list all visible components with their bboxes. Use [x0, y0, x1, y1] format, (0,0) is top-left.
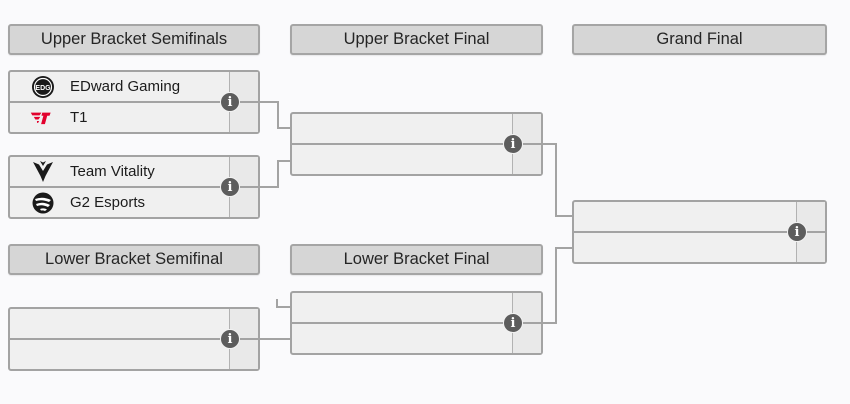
- header-lower-bracket-final: Lower Bracket Final: [290, 244, 543, 275]
- info-icon[interactable]: i: [503, 134, 523, 154]
- header-grand-final: Grand Final: [572, 24, 827, 55]
- match-divider: [10, 186, 258, 188]
- team-name[interactable]: EDward Gaming: [70, 78, 181, 95]
- info-glyph: i: [794, 224, 800, 240]
- match-divider: [10, 338, 258, 340]
- team-name[interactable]: Team Vitality: [70, 163, 155, 180]
- connector-line: [277, 101, 279, 129]
- info-glyph: i: [227, 179, 233, 195]
- connector-line: [541, 322, 557, 324]
- match-divider: [574, 231, 825, 233]
- edward-gaming-logo-icon[interactable]: EDG: [30, 75, 56, 99]
- info-glyph: i: [227, 331, 233, 347]
- team-name[interactable]: G2 Esports: [70, 194, 146, 211]
- match-upper-semifinal-2: Team Vitality G2 Esports i: [8, 155, 260, 219]
- team-row: G2 Esports: [10, 188, 258, 217]
- team-row: T1: [10, 103, 258, 132]
- connector-line: [276, 299, 278, 308]
- svg-text:EDG: EDG: [35, 84, 51, 91]
- team-row: [574, 233, 825, 262]
- connector-line: [277, 160, 279, 188]
- team-row: Team Vitality: [10, 157, 258, 186]
- info-icon[interactable]: i: [503, 313, 523, 333]
- match-divider: [10, 101, 258, 103]
- match-divider: [292, 322, 541, 324]
- info-glyph: i: [510, 136, 516, 152]
- connector-line: [555, 215, 574, 217]
- connector-line: [277, 127, 292, 129]
- connector-line: [276, 306, 292, 308]
- connector-line: [555, 247, 557, 324]
- info-icon[interactable]: i: [220, 177, 240, 197]
- connector-line: [258, 338, 292, 340]
- header-upper-bracket-semifinals: Upper Bracket Semifinals: [8, 24, 260, 55]
- info-glyph: i: [227, 94, 233, 110]
- team-row: [292, 114, 541, 143]
- connector-line: [541, 143, 557, 145]
- team-vitality-logo-icon[interactable]: [30, 160, 56, 184]
- team-name[interactable]: T1: [70, 109, 88, 126]
- info-icon[interactable]: i: [220, 329, 240, 349]
- header-upper-bracket-final: Upper Bracket Final: [290, 24, 543, 55]
- match-grand-final: i: [572, 200, 827, 264]
- g2-esports-logo-icon[interactable]: [30, 191, 56, 215]
- header-lower-bracket-semifinal: Lower Bracket Semifinal: [8, 244, 260, 275]
- t1-logo-icon[interactable]: [30, 106, 56, 130]
- match-lower-bracket-semifinal: i: [8, 307, 260, 371]
- connector-line: [277, 160, 292, 162]
- match-upper-bracket-final: i: [290, 112, 543, 176]
- match-divider: [292, 143, 541, 145]
- info-icon[interactable]: i: [787, 222, 807, 242]
- connector-line: [555, 143, 557, 217]
- score-cell: [512, 114, 541, 143]
- match-lower-bracket-final: i: [290, 291, 543, 355]
- connector-line: [258, 186, 279, 188]
- info-glyph: i: [510, 315, 516, 331]
- connector-line: [258, 101, 279, 103]
- match-upper-semifinal-1: EDG EDward Gaming T1: [8, 70, 260, 134]
- connector-line: [555, 247, 574, 249]
- info-icon[interactable]: i: [220, 92, 240, 112]
